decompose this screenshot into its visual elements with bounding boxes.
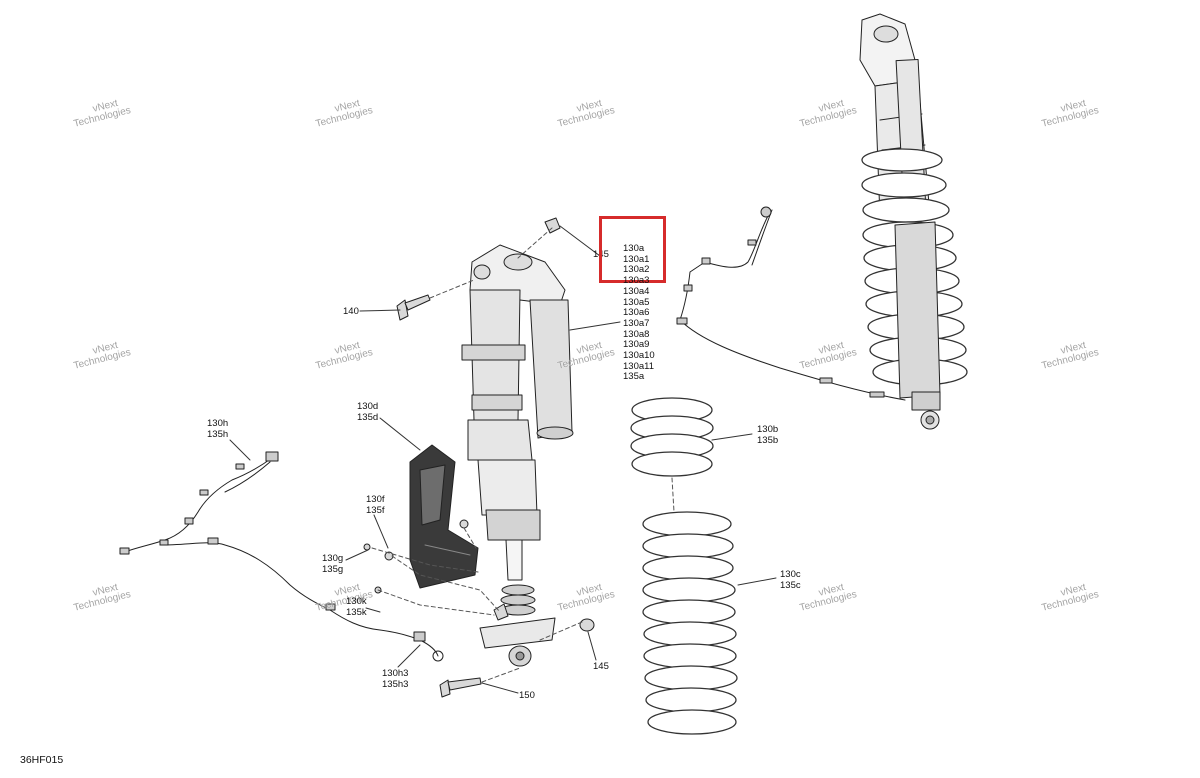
highlight-box: [599, 216, 666, 283]
part-label-135h[interactable]: 135h: [207, 429, 229, 440]
callout-130a5[interactable]: 130a5: [623, 296, 650, 308]
callout-130a[interactable]: 130a: [623, 243, 645, 254]
callout-135a[interactable]: 135a: [623, 371, 645, 383]
left-harness-drawing: [119, 451, 444, 662]
part-label-130k[interactable]: 130k: [346, 596, 367, 607]
upper-spring-drawing: [630, 397, 714, 477]
assembled-shock-drawing: [859, 13, 968, 430]
callout-130a9[interactable]: 130a9: [623, 339, 650, 351]
callout-130a11[interactable]: 130a11: [623, 360, 654, 372]
center-shock-drawing: [461, 244, 574, 667]
part-label-135g[interactable]: 135g: [322, 564, 344, 575]
part-label-130f[interactable]: 130f: [366, 494, 385, 505]
callout-130a8[interactable]: 130a8: [623, 328, 650, 340]
part-label-130b[interactable]: 130b: [757, 424, 779, 435]
part-label-130c[interactable]: 130c: [780, 569, 801, 580]
part-label-140[interactable]: 140: [343, 306, 359, 317]
part-label-130g[interactable]: 130g: [322, 553, 344, 564]
figure-code: 36HF015: [20, 754, 64, 766]
guard-drawing: [409, 444, 479, 589]
callout-130a1[interactable]: 130a1: [623, 253, 650, 265]
callout-130a2[interactable]: 130a2: [623, 264, 650, 276]
right-harness-drawing: [676, 206, 906, 401]
part-label-130h[interactable]: 130h: [207, 418, 229, 429]
part-label-135h3[interactable]: 135h3: [382, 679, 409, 690]
callout-130a7[interactable]: 130a7: [623, 317, 650, 329]
hardware-drawing: [363, 217, 595, 698]
part-label-130d[interactable]: 130d: [357, 401, 379, 412]
part-label-135d[interactable]: 135d: [357, 412, 379, 423]
callout-130a3[interactable]: 130a3: [623, 275, 650, 287]
lower-spring-drawing: [642, 511, 738, 735]
callout-130a10[interactable]: 130a10: [623, 350, 655, 362]
part-label-135c[interactable]: 135c: [780, 580, 801, 591]
callout-130a4[interactable]: 130a4: [623, 285, 650, 297]
part-label-150[interactable]: 150: [519, 690, 535, 701]
part-label-135b[interactable]: 135b: [757, 435, 779, 446]
part-label-130h3[interactable]: 130h3: [382, 668, 409, 679]
callout-stack[interactable]: 130a 130a1 130a2 130a3 130a4 130a5 130a6…: [623, 243, 655, 383]
part-label-145-bottom[interactable]: 145: [593, 661, 609, 672]
part-label-135f[interactable]: 135f: [366, 505, 385, 516]
callout-130a6[interactable]: 130a6: [623, 307, 650, 319]
part-label-135k[interactable]: 135k: [346, 607, 367, 618]
